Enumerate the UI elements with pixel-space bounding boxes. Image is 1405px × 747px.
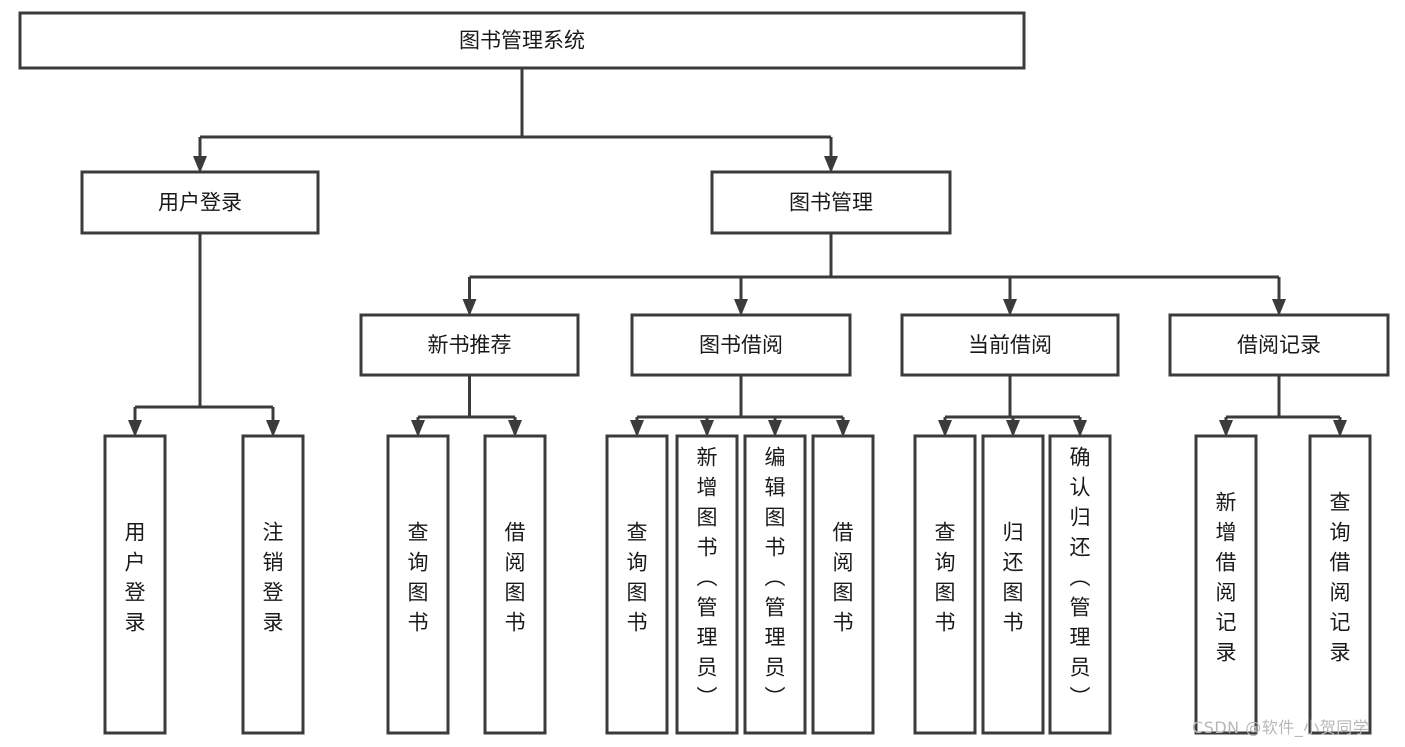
- node-label: 借阅图书: [833, 521, 854, 635]
- node-leaf-query-record[interactable]: 查询借阅记录: [1308, 434, 1372, 735]
- node-rect: [483, 434, 547, 735]
- node-leaf-borrow-book-rec[interactable]: 借阅图书: [483, 434, 547, 735]
- arrow-head-icon: [128, 420, 142, 437]
- node-rect: [80, 170, 320, 235]
- node-boxes: 图书管理系统用户登录图书管理新书推荐图书借阅当前借阅借阅记录用户登录注销登录查询…: [18, 11, 1390, 735]
- arrow-head-icon: [508, 420, 522, 437]
- node-label: 编辑图书︵管理员︶: [765, 446, 786, 710]
- node-rect: [981, 434, 1045, 735]
- arrow-head-icon: [938, 420, 952, 437]
- node-rect: [605, 434, 669, 735]
- node-rect: [913, 434, 977, 735]
- arrow-head-icon: [1073, 420, 1087, 437]
- node-label: 图书管理: [789, 191, 873, 215]
- node-leaf-confirm-return[interactable]: 确认归还︵管理员︶: [1048, 434, 1112, 735]
- node-rect: [241, 434, 305, 735]
- arrow-head-icon: [824, 156, 838, 173]
- node-leaf-borrow-book[interactable]: 借阅图书: [811, 434, 875, 735]
- node-rect: [1308, 434, 1372, 735]
- node-rect: [710, 170, 952, 235]
- node-label: 图书管理系统: [459, 29, 585, 53]
- arrow-head-icon: [411, 420, 425, 437]
- connector-edges: [128, 68, 1347, 437]
- node-label: 当前借阅: [968, 333, 1052, 357]
- arrow-head-icon: [266, 420, 280, 437]
- node-leaf-query-book-rec[interactable]: 查询图书: [386, 434, 450, 735]
- node-leaf-logout[interactable]: 注销登录: [241, 434, 305, 735]
- arrow-head-icon: [1272, 299, 1286, 316]
- node-label: 新增图书︵管理员︶: [697, 446, 718, 710]
- arrow-head-icon: [1219, 420, 1233, 437]
- arrow-head-icon: [1006, 420, 1020, 437]
- arrow-head-icon: [1003, 299, 1017, 316]
- node-label: 注销登录: [263, 521, 284, 635]
- node-label: 查询图书: [408, 521, 429, 635]
- node-rect: [743, 434, 807, 735]
- node-leaf-return-book[interactable]: 归还图书: [981, 434, 1045, 735]
- node-leaf-add-book[interactable]: 新增图书︵管理员︶: [675, 434, 739, 735]
- node-book-borrow[interactable]: 图书借阅: [630, 313, 852, 377]
- node-rect: [359, 313, 580, 377]
- node-leaf-user-login[interactable]: 用户登录: [103, 434, 167, 735]
- node-rect: [1168, 313, 1390, 377]
- node-label: 用户登录: [158, 191, 242, 215]
- node-rect: [18, 11, 1026, 70]
- arrow-head-icon: [193, 156, 207, 173]
- arrow-head-icon: [630, 420, 644, 437]
- node-label: 确认归还︵管理员︶: [1070, 446, 1091, 710]
- node-rect: [1194, 434, 1258, 735]
- arrow-head-icon: [462, 299, 477, 316]
- node-label: 查询借阅记录: [1330, 491, 1351, 665]
- node-user-login[interactable]: 用户登录: [80, 170, 320, 235]
- node-rect: [103, 434, 167, 735]
- node-borrow-record[interactable]: 借阅记录: [1168, 313, 1390, 377]
- node-label: 查询图书: [627, 521, 648, 635]
- node-rect: [900, 313, 1120, 377]
- node-label: 新书推荐: [428, 333, 512, 357]
- node-new-book-rec[interactable]: 新书推荐: [359, 313, 580, 377]
- node-rect: [386, 434, 450, 735]
- arrow-head-icon: [768, 420, 782, 437]
- node-leaf-query-book[interactable]: 查询图书: [605, 434, 669, 735]
- arrow-head-icon: [700, 420, 714, 437]
- arrow-head-icon: [734, 299, 748, 316]
- arrow-head-icon: [836, 420, 850, 437]
- node-leaf-query-book-cur[interactable]: 查询图书: [913, 434, 977, 735]
- node-root-system[interactable]: 图书管理系统: [18, 11, 1026, 70]
- node-label: 查询图书: [935, 521, 956, 635]
- node-label: 借阅图书: [505, 521, 526, 635]
- node-label: 借阅记录: [1237, 333, 1321, 357]
- node-label: 图书借阅: [699, 333, 783, 357]
- node-label: 新增借阅记录: [1216, 491, 1237, 665]
- node-label: 用户登录: [125, 521, 146, 635]
- node-rect: [675, 434, 739, 735]
- node-rect: [630, 313, 852, 377]
- node-current-borrow[interactable]: 当前借阅: [900, 313, 1120, 377]
- node-leaf-edit-book[interactable]: 编辑图书︵管理员︶: [743, 434, 807, 735]
- node-leaf-add-record[interactable]: 新增借阅记录: [1194, 434, 1258, 735]
- arrow-head-icon: [1333, 420, 1347, 437]
- node-rect: [1048, 434, 1112, 735]
- node-label: 归还图书: [1003, 521, 1024, 635]
- node-book-manage[interactable]: 图书管理: [710, 170, 952, 235]
- node-rect: [811, 434, 875, 735]
